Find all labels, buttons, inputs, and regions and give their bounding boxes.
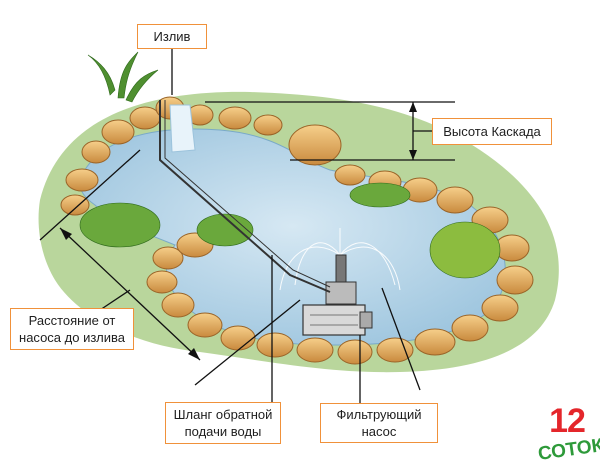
return-hose-line <box>159 100 331 293</box>
logo-word: СОТОК <box>536 435 600 465</box>
stone-border <box>60 96 534 365</box>
site-logo: 12 СОТОК <box>536 402 600 469</box>
plants <box>79 51 501 279</box>
fountain-spray <box>279 228 401 291</box>
logo-number: 12 <box>549 402 586 440</box>
waterfall <box>169 104 196 153</box>
arrow-heads <box>60 102 417 360</box>
label-return-hose: Шланг обратной подачи воды <box>165 402 281 444</box>
leader-lines <box>39 49 455 403</box>
label-cascade-height: Высота Каскада <box>432 118 552 145</box>
label-filter-pump: Фильтрующий насос <box>320 403 438 443</box>
label-pump-distance: Расстояние от насоса до излива <box>10 308 134 350</box>
label-spout: Излив <box>137 24 207 49</box>
filter-pump-unit <box>302 254 373 336</box>
